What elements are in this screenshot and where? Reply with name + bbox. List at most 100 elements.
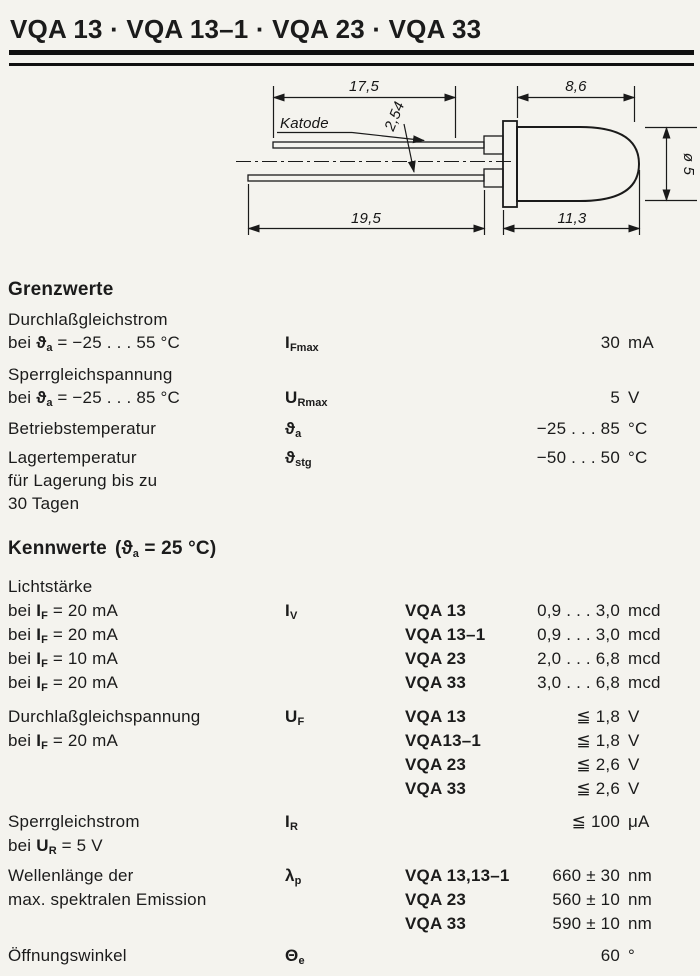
param-unit: °C	[628, 419, 648, 438]
model-name: VQA 13–1	[405, 625, 486, 644]
value: ≦ 2,6	[576, 779, 620, 798]
unit: nm	[628, 914, 653, 933]
dim-label-lead-pitch: 2,54	[381, 99, 408, 134]
condition: bei IF = 20 mA	[8, 673, 118, 694]
kennwerte-heading-condition: (ϑa = 25 °C)	[114, 538, 217, 560]
unit: mcd	[628, 601, 661, 620]
param-name: Durchlaßgleichstrom	[8, 310, 168, 329]
param-name: Durchlaßgleichspannung	[8, 707, 201, 726]
param-value: −50 . . . 50	[536, 448, 620, 467]
param-name-block: Lagertemperatur für Lagerung bis zu 30 T…	[8, 446, 285, 515]
grenzwerte-row-durchlassgleichstrom: Durchlaßgleichstrom bei ϑa = −25 . . . 5…	[0, 308, 700, 354]
section-kennwerte: Kennwerte(ϑa = 25 °C) Lichtstärke bei IF…	[0, 537, 700, 968]
page-title: VQA 13 · VQA 13–1 · VQA 23 · VQA 33	[10, 14, 482, 44]
led-dimension-drawing: 17,5 8,6 Katode 2,54 19,5 11,3 ø 5	[0, 72, 700, 270]
lichtstaerke-label: Lichtstärke	[8, 577, 93, 596]
param-unit: mA	[628, 333, 654, 352]
model-name: VQA 13,13–1	[405, 866, 510, 885]
param-unit: V	[628, 388, 640, 407]
unit: μA	[628, 812, 650, 831]
dim-label-body-length: 11,3	[558, 210, 587, 227]
section-grenzwerte: Grenzwerte Durchlaßgleichstrom bei ϑa = …	[0, 278, 700, 515]
dim-top-lead	[272, 86, 457, 138]
condition: bei UR = 5 V	[8, 836, 103, 857]
lichtstaerke-row: bei IF = 10 mA VQA 23 2,0 . . . 6,8 mcd	[0, 647, 700, 671]
wellenlaenge-row: Wellenlänge der λp VQA 13,13–1 660 ± 30 …	[0, 864, 700, 888]
unit: nm	[628, 890, 653, 909]
durchlassspannung-row: Durchlaßgleichspannung UF VQA 13 ≦ 1,8 V	[0, 705, 700, 729]
param-condition: bei ϑa = −25 . . . 85 °C	[8, 388, 181, 409]
durchlassspannung-row: VQA 23 ≦ 2,6 V	[0, 753, 700, 777]
value: 2,0 . . . 6,8	[537, 649, 620, 668]
condition: bei IF = 10 mA	[8, 649, 118, 670]
kennwerte-heading: Kennwerte(ϑa = 25 °C)	[8, 538, 217, 560]
dim-label-diameter: ø 5	[680, 153, 697, 176]
unit: V	[628, 731, 640, 750]
dim-body-width	[516, 86, 636, 122]
param-name-block: Durchlaßgleichstrom bei ϑa = −25 . . . 5…	[8, 308, 285, 354]
value: 60	[600, 946, 620, 965]
unit: mcd	[628, 649, 661, 668]
param-condition: bei ϑa = −25 . . . 55 °C	[8, 333, 181, 354]
unit: °	[628, 946, 635, 965]
param-symbol: IR	[285, 812, 298, 833]
value: ≦ 1,8	[576, 731, 620, 750]
param-name: Öffnungswinkel	[8, 946, 127, 965]
condition: bei IF = 20 mA	[8, 731, 118, 752]
model-name: VQA13–1	[405, 731, 482, 750]
value: 660 ± 30	[552, 866, 620, 885]
value: 590 ± 10	[552, 914, 620, 933]
unit: V	[628, 755, 640, 774]
param-value: −25 . . . 85	[536, 419, 620, 438]
unit: nm	[628, 866, 653, 885]
param-name: Sperrgleichspannung	[8, 365, 173, 384]
param-value: 5	[610, 388, 620, 407]
value: ≦ 1,8	[576, 707, 620, 726]
model-name: VQA 23	[405, 649, 467, 668]
param-symbol: URmax	[285, 388, 328, 409]
durchlassspannung-row: VQA 33 ≦ 2,6 V	[0, 777, 700, 801]
param-name-line2: max. spektralen Emission	[8, 890, 207, 909]
unit: V	[628, 779, 640, 798]
value: 3,0 . . . 6,8	[537, 673, 620, 692]
param-symbol: Θe	[285, 946, 305, 967]
param-symbol: UF	[285, 707, 305, 728]
condition: bei IF = 20 mA	[8, 625, 118, 646]
dim-diameter	[645, 126, 697, 202]
model-name: VQA 33	[405, 914, 467, 933]
dim-body-length	[502, 170, 641, 235]
param-symbol: IFmax	[285, 333, 319, 354]
param-name-line2: für Lagerung bis zu	[8, 471, 158, 490]
value: 560 ± 10	[552, 890, 620, 909]
oeffnungswinkel-row: Öffnungswinkel Θe 60 °	[0, 944, 700, 968]
wellenlaenge-row: max. spektralen Emission VQA 23 560 ± 10…	[0, 888, 700, 912]
sperrstrom-row: Sperrgleichstrom IR ≦ 100 μA	[0, 810, 700, 834]
condition: bei IF = 20 mA	[8, 601, 118, 622]
lead-pitch-leader-line	[403, 123, 416, 173]
led-drawing-svg: 17,5 8,6 Katode 2,54 19,5 11,3 ø 5	[236, 78, 697, 235]
param-symbol: ϑa	[285, 419, 302, 440]
model-name: VQA 33	[405, 779, 467, 798]
param-name-block: Sperrgleichspannung bei ϑa = −25 . . . 8…	[8, 363, 285, 409]
lichtstaerke-row: bei IF = 20 mA VQA 33 3,0 . . . 6,8 mcd	[0, 671, 700, 695]
title-rule-top	[9, 50, 694, 55]
grenzwerte-row-betriebstemperatur: Betriebstemperatur ϑa −25 . . . 85 °C	[0, 417, 700, 440]
param-name: Betriebstemperatur	[8, 419, 157, 438]
dim-label-body-width: 8,6	[565, 78, 587, 95]
sperrstrom-row: bei UR = 5 V	[0, 834, 700, 858]
grenzwerte-row-sperrgleichspannung: Sperrgleichspannung bei ϑa = −25 . . . 8…	[0, 363, 700, 409]
param-unit: °C	[628, 448, 648, 467]
param-name: Sperrgleichstrom	[8, 812, 140, 831]
param-symbol: λp	[285, 866, 302, 887]
param-value: 30	[600, 333, 620, 352]
value: 0,9 . . . 3,0	[537, 601, 620, 620]
value: 0,9 . . . 3,0	[537, 625, 620, 644]
param-name: Wellenlänge der	[8, 866, 134, 885]
dim-label-bottom-lead: 19,5	[351, 210, 381, 227]
param-symbol: IV	[285, 601, 298, 622]
led-body	[502, 120, 641, 208]
grenzwerte-heading: Grenzwerte	[8, 279, 114, 300]
model-name: VQA 13	[405, 601, 467, 620]
value: ≦ 100	[571, 812, 620, 831]
model-name: VQA 13	[405, 707, 467, 726]
